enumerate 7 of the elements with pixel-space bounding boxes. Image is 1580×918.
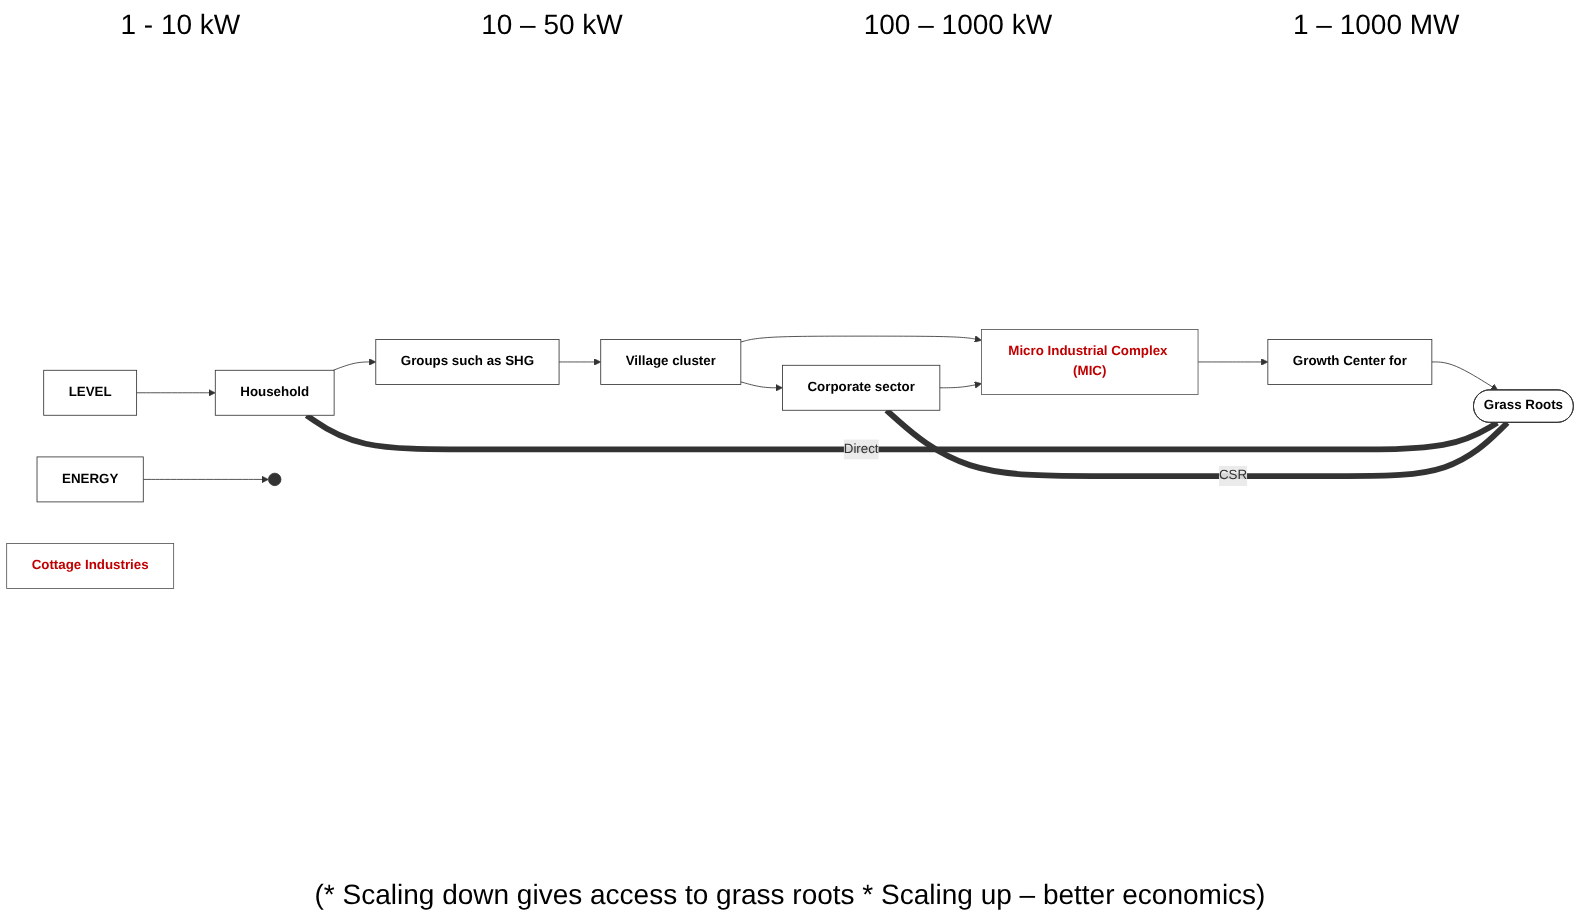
caption: (* Scaling down gives access to grass roots * Scaling up – better economics): [312, 876, 1268, 914]
power-range-label: 1 – 1000 MW: [1292, 8, 1460, 40]
power-range-label: 1 - 10 kW: [120, 8, 241, 40]
connector: [884, 408, 1510, 479]
connector: [304, 412, 1499, 453]
power-range-label: 10 – 50 kW: [481, 8, 623, 40]
power-range-label: 100 – 1000 kW: [863, 8, 1053, 40]
